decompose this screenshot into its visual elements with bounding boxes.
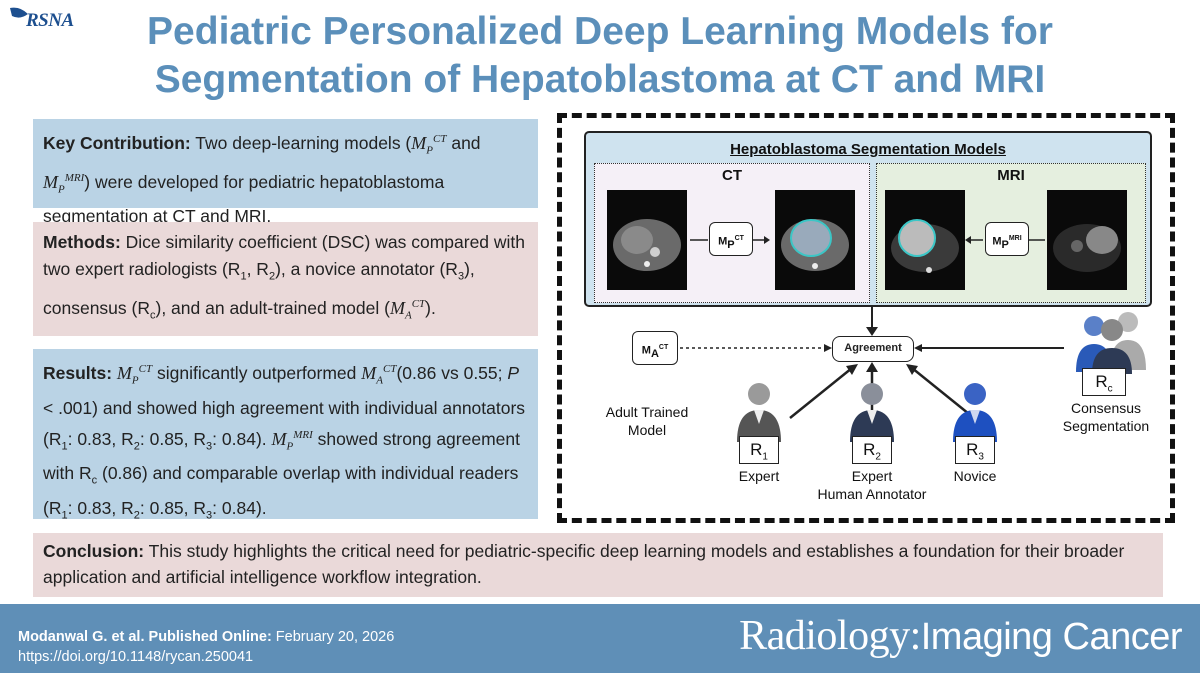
published-date: February 20, 2026	[271, 629, 395, 645]
mri-label: MRI	[997, 167, 1025, 184]
expert-1-label: Expert	[738, 468, 780, 484]
results-panel: Results: MPCT significantly outperformed…	[33, 349, 538, 521]
footer-bar: Modanwal G. et al. Published Online: Feb…	[0, 604, 1200, 673]
ct-panel: CT MPCT	[594, 163, 870, 303]
reader-r3-box: R3	[955, 436, 995, 464]
results-label: Results:	[43, 363, 113, 383]
adult-model-arrow	[680, 344, 832, 352]
consensus-group-icon	[1076, 312, 1146, 374]
ct-arrow	[690, 236, 770, 244]
study-diagram: Hepatoblastoma Segmentation Models CT MP…	[557, 113, 1175, 523]
novice-label: Novice	[953, 468, 997, 484]
expert-2-label: Expert	[851, 468, 893, 484]
mri-scan-input	[1047, 190, 1127, 290]
ma-ct-model-box: MACT	[632, 331, 678, 365]
mri-panel: MRI MPMRI	[876, 163, 1146, 303]
methods-text: Dice similarity coefficient (DSC) was co…	[43, 232, 526, 279]
rsna-logo: RSNA	[6, 4, 98, 34]
ct-label: CT	[722, 167, 742, 184]
ct-scan-input	[607, 190, 687, 290]
methods-label: Methods:	[43, 232, 121, 252]
page-title: Pediatric Personalized Deep Learning Mod…	[100, 8, 1100, 104]
conclusion-panel: Conclusion: This study highlights the cr…	[33, 533, 1163, 597]
citation: Modanwal G. et al. Published Online: Feb…	[18, 627, 394, 667]
model-ma-ct: MACT	[361, 363, 397, 387]
logo-text: RSNA	[26, 10, 74, 31]
title-line-2: Segmentation of Hepatoblastoma at CT and…	[154, 58, 1046, 101]
results-text: significantly outperformed	[152, 363, 362, 383]
model-mp-mri: MPMRI	[271, 428, 313, 453]
models-to-agreement-arrow	[866, 307, 878, 336]
conclusion-label: Conclusion:	[43, 541, 145, 561]
expert-2-person-icon	[850, 383, 894, 442]
reader-rc-box: Rc	[1082, 368, 1126, 396]
journal-name: Radiology:Imaging Cancer	[739, 613, 1182, 659]
mp-ct-model-box: MPCT	[709, 222, 753, 256]
model-mp-mri: MPMRI	[43, 171, 85, 196]
expert-1-person-icon	[737, 383, 781, 442]
model-mp-ct: MPCT	[411, 133, 447, 157]
key-contribution-panel: Key Contribution: Two deep-learning mode…	[33, 119, 538, 226]
reader-r2-box: R2	[852, 436, 892, 464]
key-contribution-text: ) were developed for pediatric hepatobla…	[43, 171, 445, 227]
rsna-logo-icon	[10, 7, 28, 18]
consensus-arrow	[914, 344, 1064, 352]
title-line-1: Pediatric Personalized Deep Learning Mod…	[147, 10, 1053, 53]
model-mp-ct: MPCT	[116, 363, 153, 387]
authors: Modanwal G. et al. Published Online:	[18, 629, 272, 645]
novice-person-icon	[953, 383, 997, 442]
human-annotator-label: Human Annotator	[817, 486, 927, 502]
agreement-node: Agreement	[832, 336, 914, 362]
reader-r1-box: R1	[739, 436, 779, 464]
segmentation-models-box: Hepatoblastoma Segmentation Models CT MP…	[584, 131, 1152, 307]
key-contribution-label: Key Contribution:	[43, 133, 191, 153]
mri-scan-segmented	[885, 190, 965, 290]
mri-arrow	[965, 236, 1045, 244]
model-ma-ct: MACT	[389, 297, 426, 322]
key-contribution-text: and	[446, 133, 481, 153]
doi-link[interactable]: https://doi.org/10.1148/rycan.250041	[18, 649, 254, 665]
models-title: Hepatoblastoma Segmentation Models	[730, 141, 1006, 158]
conclusion-text: This study highlights the critical need …	[43, 541, 1125, 587]
methods-panel: Methods: Dice similarity coefficient (DS…	[33, 222, 538, 336]
ct-scan-segmented	[775, 190, 855, 290]
mp-mri-model-box: MPMRI	[985, 222, 1029, 256]
key-contribution-text: Two deep-learning models (	[190, 133, 412, 153]
